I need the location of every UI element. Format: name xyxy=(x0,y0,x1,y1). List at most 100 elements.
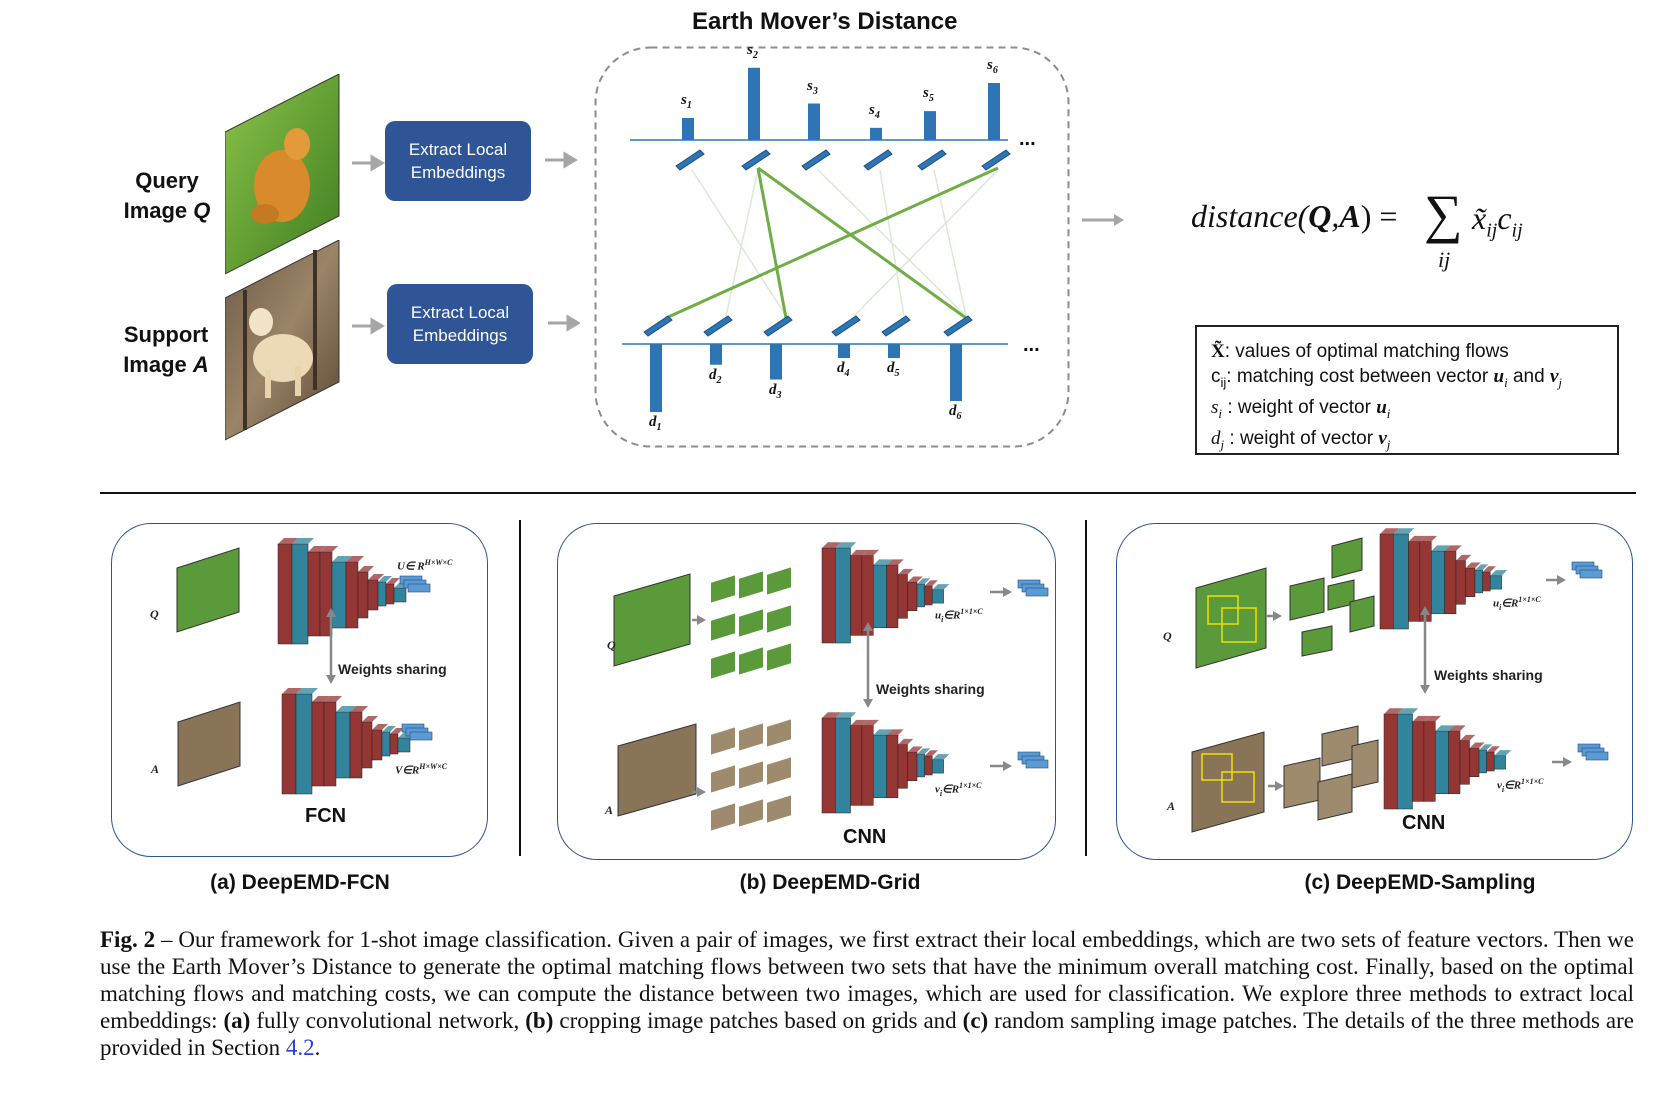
panel-b-query-net-layer-top-0 xyxy=(822,542,841,548)
panel-a-support-net-layer-top-9 xyxy=(390,728,404,734)
panel-a-support-net-layer-top-6 xyxy=(362,716,378,722)
s-vector-6 xyxy=(981,149,1011,171)
panel-c-support-net-layer-0 xyxy=(1383,713,1398,810)
panel-a-support-net-layer-top-0 xyxy=(282,688,302,694)
panel-a-query-net-layer-top-9 xyxy=(386,578,400,584)
panel-b-support-net-layer-7 xyxy=(907,751,918,781)
d-bar-6 xyxy=(950,344,962,401)
panel-b-support-net-layer-top-10 xyxy=(932,754,950,760)
panel-c-a-patch-3 xyxy=(1317,773,1353,821)
panel-a-query-net-layer-8 xyxy=(377,581,387,607)
panel-a-support-net-layer-4 xyxy=(335,711,351,779)
d-vector-5 xyxy=(881,315,911,337)
d-bar-5 xyxy=(888,344,900,359)
panel-b-query-net-layer-0 xyxy=(821,547,836,644)
panel-c-query-net-layer-top-1 xyxy=(1393,528,1415,534)
panel-b-support-patch-0-0 xyxy=(709,724,737,758)
panel-c-caption: (c) DeepEMD-Sampling xyxy=(1304,871,1536,894)
panel-a-support-net-layer-top-5 xyxy=(350,706,368,712)
panel-a-query-net-layer-top-7 xyxy=(368,574,384,580)
panel-c-support-image xyxy=(1191,731,1265,833)
panel-c-a-label: A xyxy=(1167,799,1176,813)
section-ref-link[interactable]: 4.2 xyxy=(285,1035,315,1060)
panel-a-support-net-layer-10 xyxy=(397,737,411,753)
panel-c-arrow-q-head xyxy=(1273,611,1282,621)
panel-b-query-patch-0-0 xyxy=(709,572,737,606)
panel-b-query-net-layer-1 xyxy=(835,547,851,644)
panel-c-support-net-layer-top-8 xyxy=(1479,744,1493,751)
panel-c-weights-arrow-head-down xyxy=(1420,685,1430,694)
distance-formula: distance(Q,A) = xyxy=(1191,198,1398,234)
panel-c-support-net-layer-top-3 xyxy=(1423,715,1441,722)
panel-b-query-net-layer-top-4 xyxy=(873,559,893,566)
panel-b-support-net-layer-top-4 xyxy=(873,729,893,736)
panel-a-query-net-layer-6 xyxy=(357,571,369,619)
panel-b-weights-arrow-head-up xyxy=(863,622,873,631)
panel-b-support-net-layer-5 xyxy=(886,734,899,799)
panel-a-support-net-layer-top-3 xyxy=(324,696,342,702)
panel-a-query-image xyxy=(176,547,240,633)
s-vector-3 xyxy=(801,149,831,171)
panel-b-query-net-layer-top-2 xyxy=(850,549,868,556)
panel-b-query-patch-2-2 xyxy=(765,640,793,674)
section-divider xyxy=(100,492,1636,494)
panel-c-support-net-layer-6 xyxy=(1459,740,1470,785)
panel-b-arrow-uq-head xyxy=(1003,587,1012,597)
panel-b-support-net-layer-top-7 xyxy=(907,746,923,753)
panel-b-support-patch-2-1 xyxy=(737,796,765,830)
panel-b-query-net-layer-7 xyxy=(907,581,918,611)
panel-b-support-net-layer-9 xyxy=(924,755,933,776)
panel-a-query-net-layer-1 xyxy=(291,543,309,645)
panel-b-support-net-layer-8 xyxy=(916,753,925,778)
panel-b-support-net-layer-3 xyxy=(861,725,874,806)
d-vector-1 xyxy=(643,315,673,337)
panel-a-query-net-layer-2 xyxy=(307,551,321,637)
panel-b-u-label: ui∈R1×1×C xyxy=(935,607,983,624)
panel-a-q-label: Q xyxy=(150,607,159,621)
panel-b-query-patch-1-1 xyxy=(737,606,765,640)
s-vector-2 xyxy=(741,149,771,171)
panel-a-query-net-layer-5 xyxy=(345,561,359,629)
panel-b-query-net-layer-top-9 xyxy=(924,580,938,586)
panel-c-support-net-layer-top-4 xyxy=(1435,725,1455,732)
panel-c-query-net-layer-9 xyxy=(1482,571,1491,592)
panel-c-weights-arrow-head-up xyxy=(1420,606,1430,615)
panel-a-support-net-layer-3 xyxy=(323,701,337,787)
panel-b-caption: (b) DeepEMD-Grid xyxy=(739,871,921,894)
s-vector-1 xyxy=(675,149,705,171)
panel-a-v-label: V∈RH×W×C xyxy=(395,762,448,777)
panel-a-query-net-layer-top-1 xyxy=(292,538,314,544)
extract-embeddings-button-query[interactable]: Extract Local Embeddings xyxy=(385,121,531,201)
query-label: Query Image Q xyxy=(123,168,211,223)
panel-b-support-image xyxy=(617,723,697,817)
support-label: Support Image A xyxy=(123,322,209,377)
panel-sampling xyxy=(1116,523,1633,860)
panel-b-a-label: A xyxy=(605,803,614,817)
panel-c-query-box-1 xyxy=(1207,595,1239,625)
s-bar-6 xyxy=(988,83,1000,140)
d-label-1: d1 xyxy=(649,414,662,434)
d-bar-3 xyxy=(770,344,782,380)
panel-a-support-net-layer-0 xyxy=(281,693,297,795)
d-bar-2 xyxy=(710,344,722,365)
extract-embeddings-button-support[interactable]: Extract Local Embeddings xyxy=(387,284,533,364)
panel-c-query-net-layer-top-9 xyxy=(1482,566,1496,572)
panel-a-query-net-layer-7 xyxy=(367,579,379,611)
query-image xyxy=(225,74,340,275)
panel-c-query-net-layer-top-5 xyxy=(1444,545,1462,552)
panel-b-support-net-layer-top-3 xyxy=(861,719,879,726)
strong-flow-2 xyxy=(665,166,999,320)
panel-c-support-net-layer-3 xyxy=(1423,721,1436,802)
emd-diagram xyxy=(622,67,1011,413)
panel-a-query-net-layer-9 xyxy=(385,583,395,605)
panel-c-query-box-2 xyxy=(1221,607,1257,643)
s-label-1: s1 xyxy=(681,91,692,111)
panel-a-caption: (a) DeepEMD-FCN xyxy=(210,871,390,894)
panel-b-support-net-layer-top-1 xyxy=(835,712,857,718)
panel-c-support-net-layer-7 xyxy=(1469,747,1480,777)
panel-b-query-net-layer-9 xyxy=(924,585,933,606)
panel-c-support-net-layer-10 xyxy=(1493,755,1506,770)
formula-sigma-sub: ij xyxy=(1438,247,1451,272)
panel-a-query-net-layer-10 xyxy=(393,587,407,603)
panel-b-support-patch-1-2 xyxy=(765,754,793,788)
